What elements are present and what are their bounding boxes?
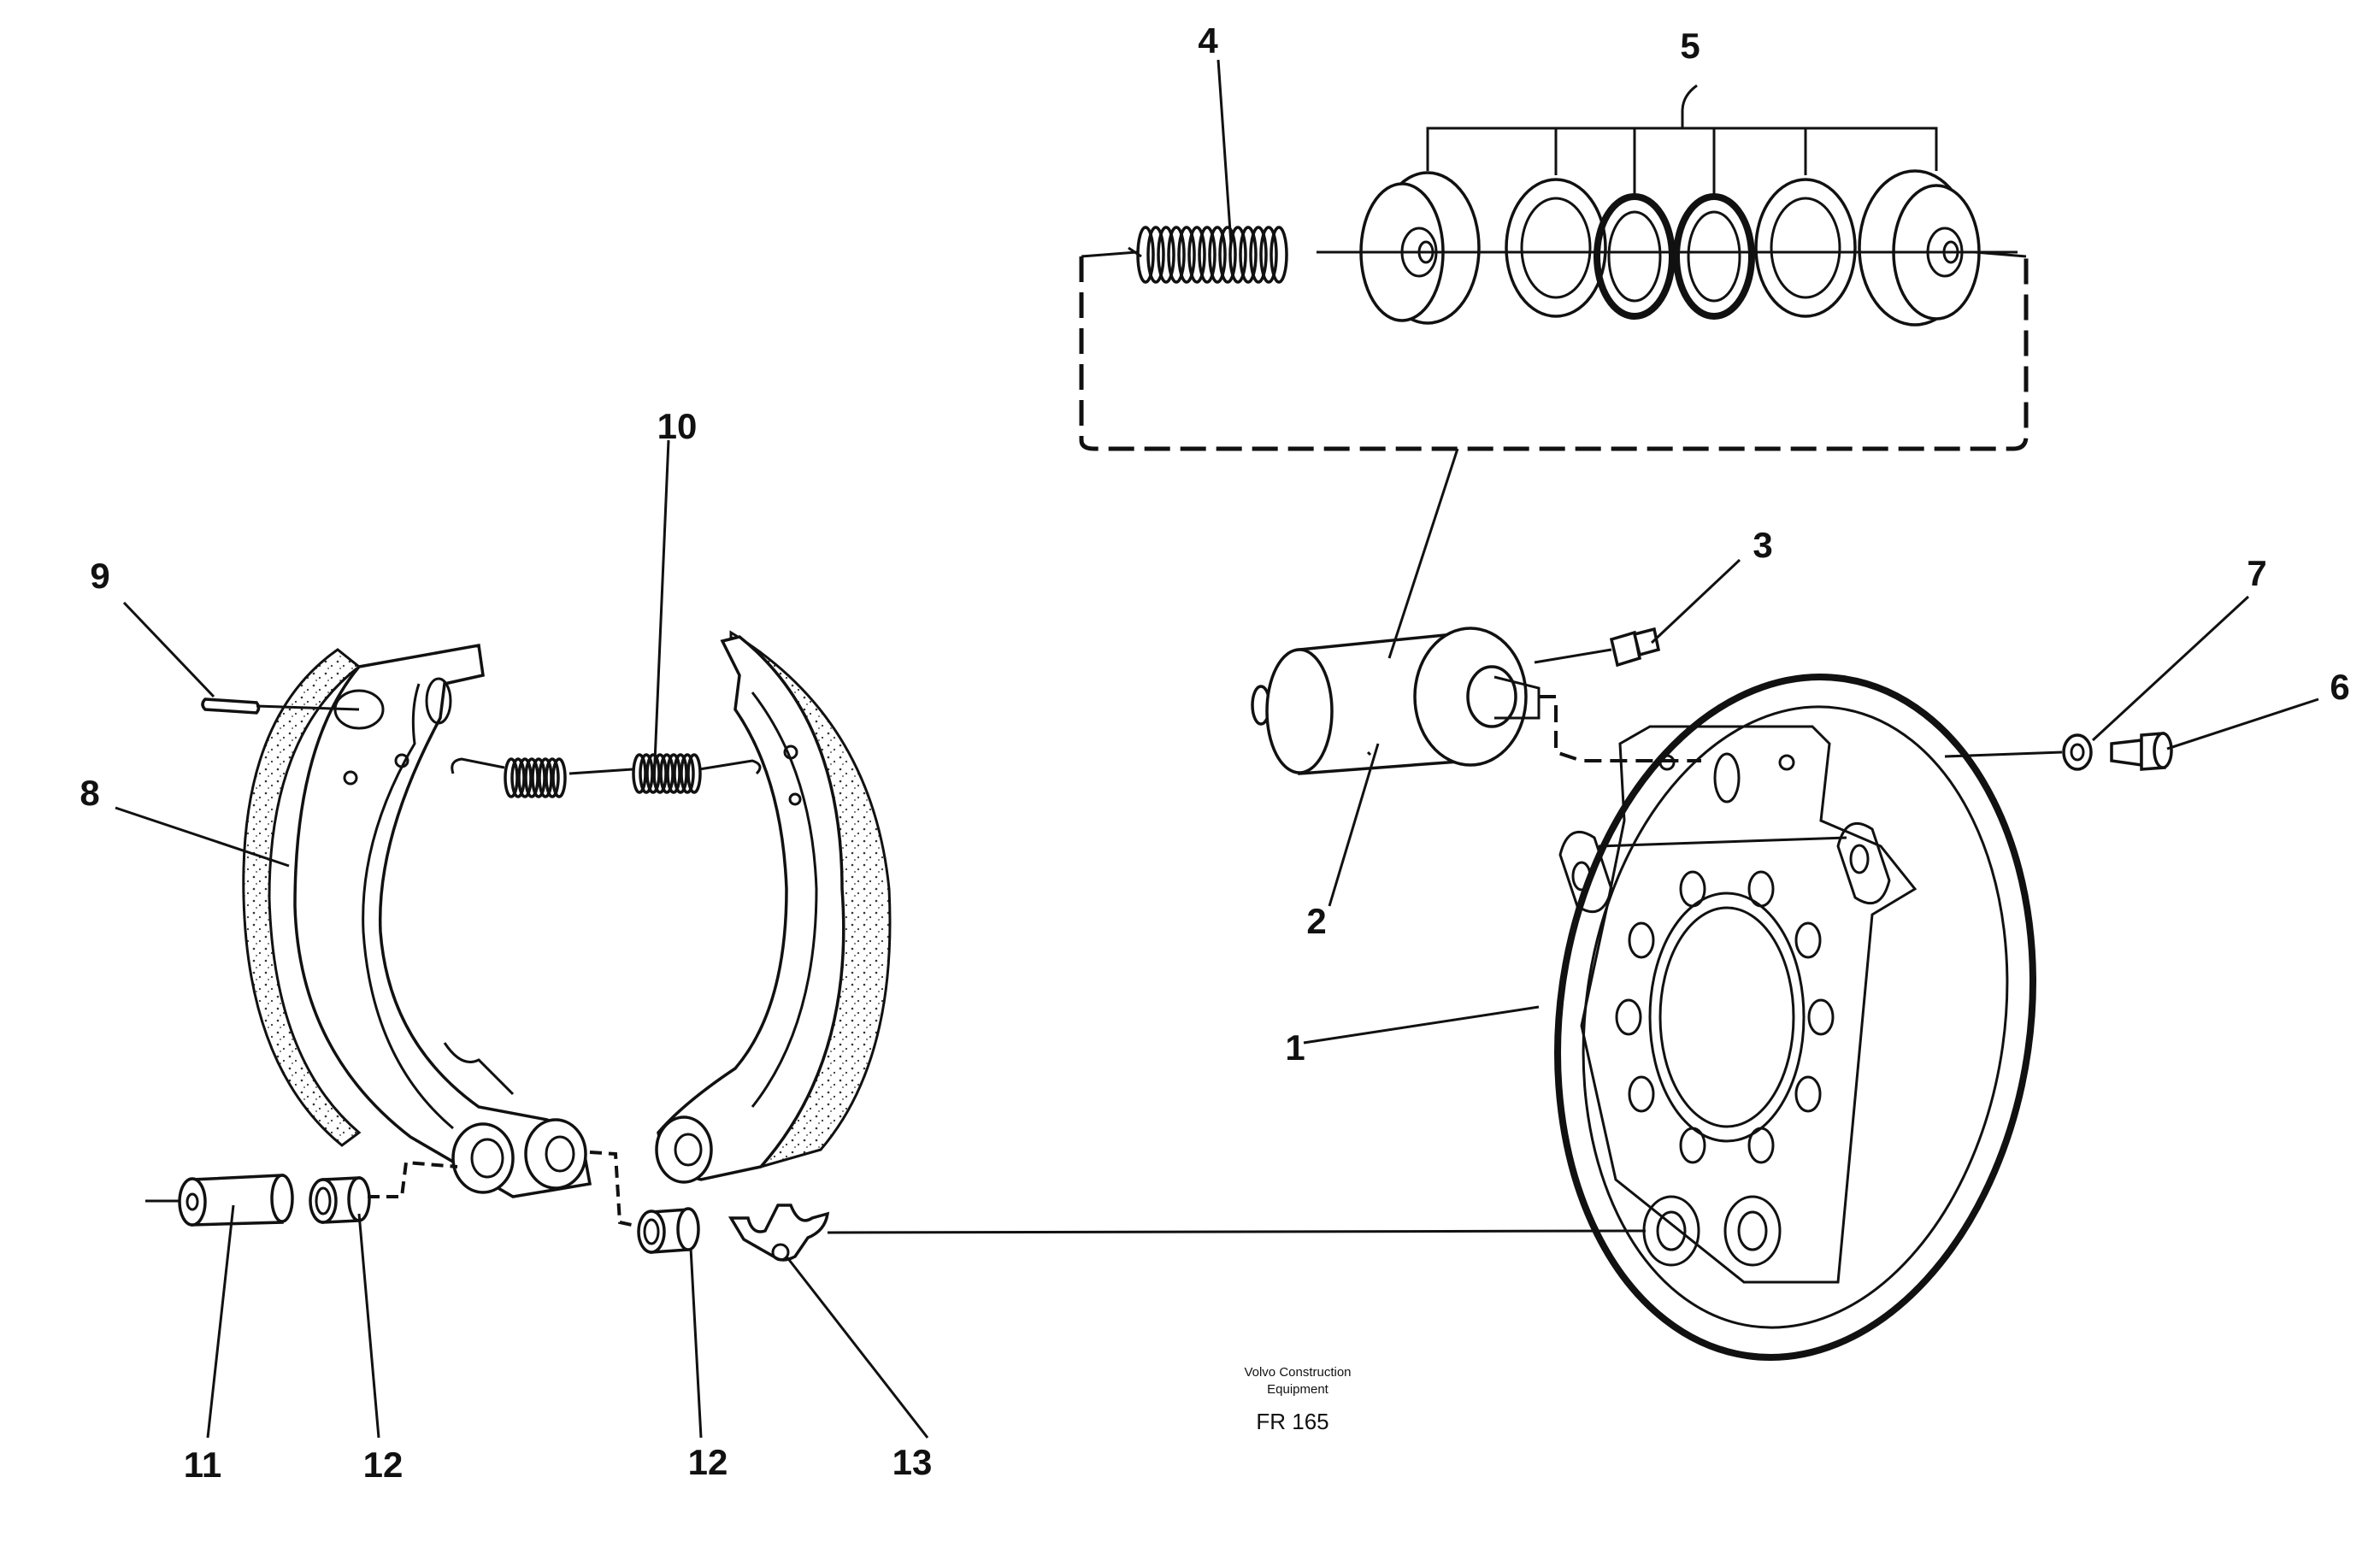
spring-coil	[639, 753, 654, 794]
callout-2: 2	[1306, 901, 1326, 941]
locking-pin	[201, 697, 360, 715]
return-springs	[451, 753, 762, 798]
caption-company-line1: Volvo Construction	[1244, 1365, 1351, 1380]
piston-seal-kit	[1317, 169, 2018, 327]
callout-12-right: 12	[688, 1442, 728, 1482]
callout-11: 11	[184, 1445, 221, 1485]
spring-coil	[673, 753, 688, 794]
spring-coil	[632, 753, 647, 794]
seal-ring-right	[1673, 193, 1755, 320]
assembly-frame	[1079, 256, 2029, 451]
spring-coil	[1146, 226, 1165, 284]
spring-coil	[1157, 226, 1175, 284]
anchor-pin	[145, 1174, 294, 1227]
caption-company-line2: Equipment	[1267, 1382, 1329, 1397]
callout-3: 3	[1753, 525, 1772, 565]
spring-coil	[1239, 226, 1258, 284]
brake-shoe-right	[655, 630, 892, 1184]
washer	[2062, 733, 2093, 771]
spring-coil	[1228, 226, 1247, 284]
callout-6: 6	[2330, 667, 2349, 707]
bleeder-screw	[1534, 627, 1661, 668]
spring-coil	[1198, 226, 1217, 284]
callout-1: 1	[1285, 1027, 1305, 1068]
callout-8: 8	[80, 773, 99, 813]
spring-coil	[680, 753, 695, 794]
spring-coil	[645, 753, 661, 794]
spring-coil	[1270, 226, 1288, 284]
spring-coil	[1187, 226, 1206, 284]
cup-right	[1754, 178, 1857, 318]
callout-4: 4	[1198, 21, 1218, 61]
brake-shoe-left	[242, 643, 592, 1198]
cylinder-spring	[1128, 226, 1288, 284]
spring-coil	[551, 757, 567, 798]
spring-coil	[545, 757, 560, 798]
kit-bracket	[1426, 84, 1938, 195]
callout-9: 9	[90, 556, 109, 596]
spring-coil	[524, 757, 539, 798]
bolt	[2110, 732, 2173, 771]
cup-left	[1505, 178, 1607, 318]
piston-left	[1359, 171, 1481, 325]
callout-12-left: 12	[363, 1445, 404, 1485]
callout-10: 10	[657, 406, 698, 446]
bushing-left	[309, 1160, 458, 1224]
spring-coil	[1249, 226, 1268, 284]
spring-coil	[686, 753, 702, 794]
bushing-right	[589, 1151, 700, 1254]
spring-coil	[517, 757, 533, 798]
spring-coil	[510, 757, 526, 798]
callout-5: 5	[1680, 26, 1700, 66]
spring-coil	[1218, 226, 1237, 284]
spring-coil	[666, 753, 681, 794]
leader-lines	[115, 59, 2319, 1439]
bolt-holes	[1615, 870, 1835, 1164]
spring-coil	[1167, 226, 1186, 284]
wheel-cylinder	[1251, 627, 1541, 775]
spring-hooks	[451, 757, 762, 775]
spring-coil	[531, 757, 546, 798]
callout-7: 7	[2247, 553, 2266, 593]
piston-right	[1858, 169, 1981, 327]
backing-plate	[1554, 674, 2036, 1361]
spring-coil	[504, 757, 519, 798]
spring-coil	[538, 757, 553, 798]
spring-coil	[1208, 226, 1227, 284]
spring-coil	[1259, 226, 1278, 284]
drawing-code: FR 165	[1256, 1409, 1328, 1434]
seal-ring-left	[1594, 193, 1676, 320]
spring-coil	[659, 753, 675, 794]
spring-coil	[1177, 226, 1196, 284]
retaining-clip	[728, 1204, 830, 1262]
callout-13: 13	[892, 1442, 933, 1482]
